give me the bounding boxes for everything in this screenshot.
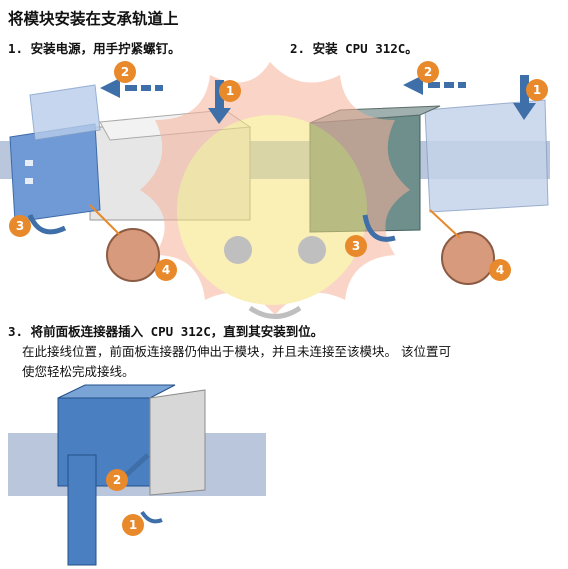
badge-label: 1 — [226, 84, 234, 98]
note-line-1: 在此接线位置，前面板连接器仍伸出于模块，并且未连接至该模块。 该位置可 — [22, 344, 451, 359]
left-arrow-2b — [428, 82, 440, 88]
step-3-caption: 3. 将前面板连接器插入 CPU 312C，直到其安装到位。 — [8, 324, 324, 339]
pull-arrow-1 — [140, 510, 163, 524]
arrows — [100, 75, 536, 124]
badge-label: 2 — [424, 65, 432, 79]
badge-fig2-4: 4 — [489, 259, 511, 281]
down-arrow-1-head — [208, 108, 231, 124]
badge-fig2-2: 2 — [417, 61, 439, 83]
badge-label: 2 — [113, 473, 121, 487]
badge-fig2-1: 1 — [526, 79, 548, 101]
left-arrow-2-dash — [141, 85, 151, 91]
badge-fig1-1: 1 — [219, 80, 241, 102]
rotate-arrow-3b — [362, 214, 396, 242]
down-arrow-1 — [215, 80, 224, 112]
power-supply-ghost — [29, 84, 101, 141]
left-arrow-2-dash — [155, 85, 163, 91]
leader-line — [429, 209, 461, 239]
left-arrow-2b-dash — [444, 82, 454, 88]
page-title: 将模块安装在支承轨道上 — [8, 10, 179, 28]
badge-label: 1 — [129, 518, 137, 532]
left-arrow-2b-dash — [458, 82, 466, 88]
left-arrow-2b-head — [403, 75, 423, 95]
sun-overlay — [140, 62, 410, 319]
badge-label: 4 — [496, 263, 504, 277]
led — [25, 160, 33, 166]
figure-3-front-connector — [57, 384, 206, 566]
led — [25, 178, 33, 184]
badge-label: 3 — [352, 239, 360, 253]
badge-fig3-2: 2 — [106, 469, 128, 491]
cpu-top — [57, 384, 176, 399]
badge-fig1-4: 4 — [155, 259, 177, 281]
badge-label: 1 — [533, 83, 541, 97]
screw-detail-circle — [441, 231, 495, 285]
rail-end — [149, 389, 206, 496]
left-arrow-2 — [125, 85, 137, 91]
badge-label: 2 — [121, 65, 129, 79]
badge-fig2-3: 3 — [345, 235, 367, 257]
badge-fig3-1: 1 — [122, 514, 144, 536]
down-arrow-1b — [520, 75, 529, 107]
badge-label: 4 — [162, 263, 170, 277]
badge-fig1-2: 2 — [114, 61, 136, 83]
cpu-module-ghost — [424, 99, 549, 213]
front-connector — [67, 454, 97, 566]
rotate-arrow-3 — [27, 213, 67, 235]
screw-detail-circle — [106, 228, 160, 282]
left-arrow-2-head — [100, 78, 120, 98]
badge-label: 3 — [16, 219, 24, 233]
step-2-caption: 2. 安装 CPU 312C。 — [290, 41, 418, 56]
badge-fig1-3: 3 — [9, 215, 31, 237]
leader-line — [89, 204, 121, 236]
note-line-2: 使您轻松完成接线。 — [22, 364, 135, 379]
step-1-caption: 1. 安装电源，用手拧紧螺钉。 — [8, 41, 181, 56]
down-arrow-1b-head — [513, 103, 536, 120]
power-supply-module — [9, 123, 101, 223]
